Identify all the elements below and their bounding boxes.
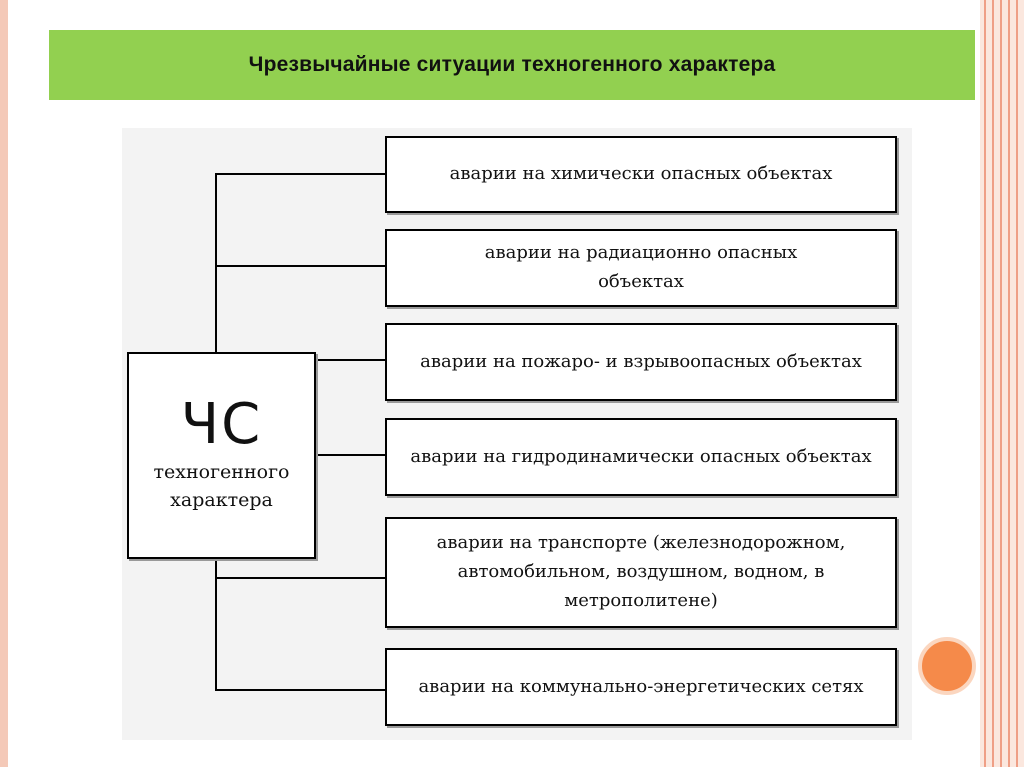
category-label: аварии на радиационно опасных объектах [484,242,798,292]
page-title: Чрезвычайные ситуации техногенного харак… [248,53,776,76]
title-bar: Чрезвычайные ситуации техногенного харак… [49,30,975,100]
main-node-subtitle: техногенного характера [153,460,290,511]
connector-branch [215,265,387,267]
connector-branch [215,173,387,175]
connector-trunk-bottom [215,557,217,690]
category-label: аварии на транспорте (железнодорожном, а… [436,532,846,611]
connector-branch [215,577,387,579]
main-node: ЧС техногенного характера [127,352,316,559]
slide-frame-right [980,0,1024,767]
slide-frame-left [0,0,8,767]
category-label: аварии на гидродинамически опасных объек… [410,445,872,467]
category-box: аварии на гидродинамически опасных объек… [385,418,897,496]
connector-trunk-top [215,174,217,354]
category-box: аварии на радиационно опасных объектах [385,229,897,307]
category-box: аварии на коммунально-энергетических сет… [385,648,897,726]
connector-branch [316,359,387,361]
category-box: аварии на пожаро- и взрывоопасных объект… [385,323,897,401]
category-label: аварии на химически опасных объектах [449,163,833,185]
category-label: аварии на пожаро- и взрывоопасных объект… [420,350,862,372]
category-label: аварии на коммунально-энергетических сет… [418,675,864,697]
main-node-abbr: ЧС [180,391,263,457]
category-box: аварии на транспорте (железнодорожном, а… [385,517,897,628]
connector-branch [215,689,387,691]
decorative-circle [918,637,976,695]
category-box: аварии на химически опасных объектах [385,136,897,213]
connector-branch [316,454,387,456]
